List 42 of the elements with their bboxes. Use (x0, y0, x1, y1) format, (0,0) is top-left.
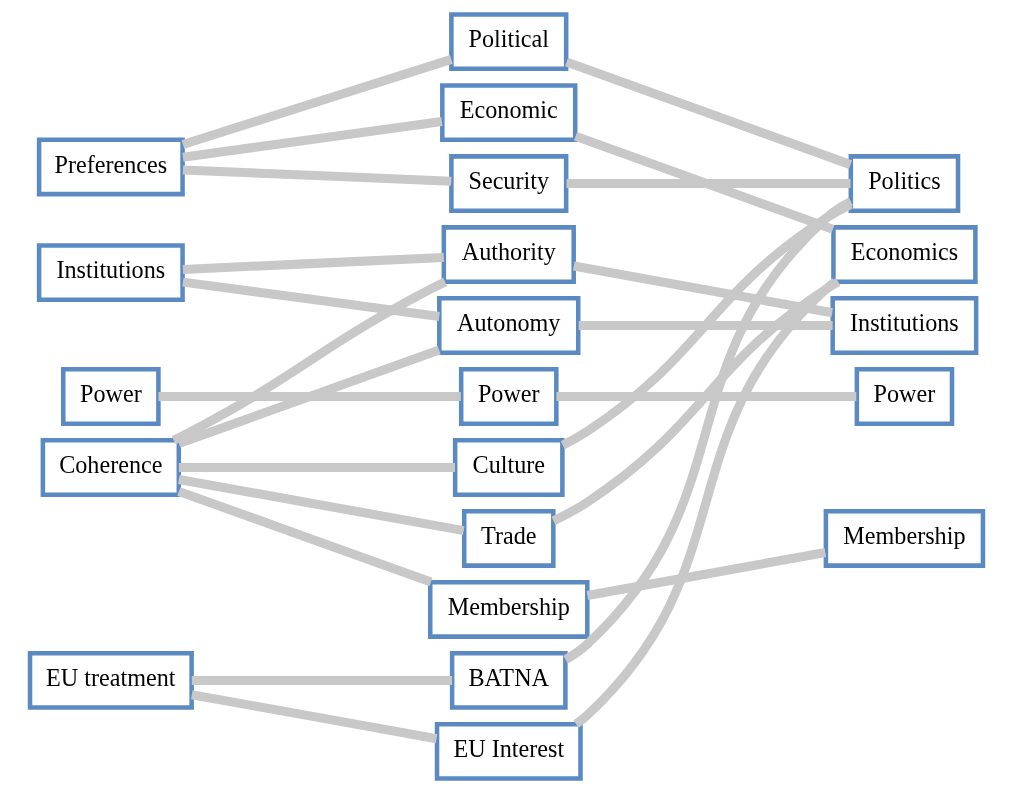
connector (190, 690, 438, 744)
node-box: Authority (441, 225, 576, 284)
connector (158, 391, 461, 402)
connector (191, 675, 453, 685)
connector (181, 55, 453, 149)
node-box: Institutions (36, 243, 185, 303)
connector (182, 252, 444, 274)
connector (563, 197, 853, 664)
node-box: Preferences (36, 137, 185, 197)
node-box: Political (449, 12, 569, 72)
node-box: Economics (831, 225, 978, 284)
connector (178, 462, 455, 472)
connector (565, 57, 853, 169)
node-box: Coherence (40, 438, 182, 497)
node-box: Institutions (830, 296, 979, 355)
connector (177, 487, 433, 587)
node-box: Culture (452, 438, 565, 497)
connector (573, 261, 833, 318)
node-box: Power (458, 367, 559, 426)
node-box: EU Interest (434, 721, 583, 781)
node-box: Economic (440, 83, 578, 143)
node-box: Autonomy (437, 296, 581, 355)
node-box: Membership (427, 580, 590, 639)
node-box: Trade (461, 509, 556, 568)
connector (178, 475, 465, 536)
connector (551, 277, 841, 525)
connector (182, 277, 440, 321)
connector (566, 179, 851, 189)
node-box: BATNA (449, 650, 568, 710)
connector (177, 345, 441, 448)
connector (182, 165, 452, 186)
connector (574, 131, 835, 234)
node-box: Power (854, 367, 955, 426)
node-box: Security (449, 154, 569, 213)
connector (182, 117, 443, 162)
connector (578, 321, 833, 331)
node-box: Power (61, 367, 161, 426)
connector (586, 548, 827, 600)
node-box: Membership (823, 509, 986, 568)
connector (556, 391, 857, 402)
node-box: Politics (848, 154, 961, 213)
node-box: EU treatment (27, 650, 194, 710)
